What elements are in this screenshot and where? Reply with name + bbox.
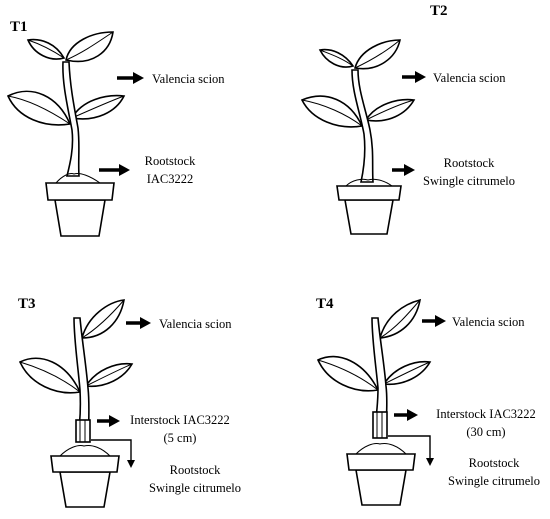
leaf-lower-left	[316, 355, 380, 392]
plant-t2	[300, 39, 416, 235]
leaf-upper-right	[80, 299, 125, 339]
stem	[351, 69, 374, 183]
rootstock-label-t2-line2: Swingle citrumelo	[423, 174, 515, 188]
panel-t4: T4 Valencia scion Interstock IAC3222	[316, 296, 540, 506]
leaf-lower-left	[6, 90, 72, 126]
stem	[62, 61, 80, 177]
interstock-segment	[75, 419, 91, 443]
interstock-label-t4-line2: (30 cm)	[466, 425, 505, 439]
panel-t1: T1 Valencia scion Rootstoc	[6, 19, 225, 237]
plant-t3	[18, 299, 134, 508]
panel-t2: T2 Valencia scion Rootstock Swingle citr…	[300, 3, 515, 235]
interstock-segment	[372, 411, 388, 439]
interstock-arrow-t4	[394, 409, 418, 421]
leaf-middle-right	[364, 98, 416, 122]
rootstock-label-t1-line2: IAC3222	[147, 172, 194, 186]
pot-rim	[45, 182, 115, 201]
leaf-upper-right	[378, 298, 422, 339]
scion-label-t3: Valencia scion	[159, 317, 232, 331]
interstock-arrow-t3	[97, 415, 120, 427]
scion-arrow-t4	[422, 315, 446, 327]
plant-t4	[316, 298, 432, 506]
pot	[355, 469, 407, 506]
rootstock-label-t3-line1: Rootstock	[170, 463, 221, 477]
leaf-lower-left	[18, 357, 82, 394]
scion-label-t4: Valencia scion	[452, 315, 525, 329]
scion-label-t1: Valencia scion	[152, 72, 225, 86]
interstock-label-t3-line2: (5 cm)	[164, 431, 197, 445]
leaf-upper-left	[26, 38, 66, 60]
scion-arrow-t1	[117, 72, 144, 84]
rootstock-label-t4-line1: Rootstock	[469, 456, 520, 470]
rootstock-label-t4-line2: Swingle citrumelo	[448, 474, 540, 488]
rootstock-leader-t3	[91, 439, 135, 468]
panel-title-t1: T1	[10, 19, 28, 35]
rootstock-label-t1-line1: Rootstock	[145, 154, 196, 168]
pot	[344, 199, 394, 235]
pot-rim	[50, 455, 120, 473]
interstock-label-t3-line1: Interstock IAC3222	[130, 413, 230, 427]
rootstock-label-t2-line1: Rootstock	[444, 156, 495, 170]
scion-arrow-t3	[126, 317, 151, 329]
pot	[54, 199, 106, 237]
rootstock-arrow-t2	[392, 164, 415, 176]
rootstock-leader-t4	[388, 435, 434, 466]
scion-label-t2: Valencia scion	[433, 71, 506, 85]
panel-title-t3: T3	[18, 296, 36, 312]
scion-arrow-t2	[402, 71, 426, 83]
panel-title-t4: T4	[316, 296, 334, 312]
interstock-label-t4-line1: Interstock IAC3222	[436, 407, 536, 421]
leaf-lower-left	[300, 95, 364, 128]
rootstock-label-t3-line2: Swingle citrumelo	[149, 481, 241, 495]
plant-t1	[6, 31, 126, 237]
pot-rim	[336, 185, 402, 201]
rootstock-arrow-t1	[99, 164, 130, 176]
panel-t3: T3 Valencia scion Interstock IAC3	[18, 296, 241, 508]
pot	[59, 471, 111, 508]
pot-rim	[346, 453, 416, 471]
panel-title-t2: T2	[430, 3, 448, 19]
